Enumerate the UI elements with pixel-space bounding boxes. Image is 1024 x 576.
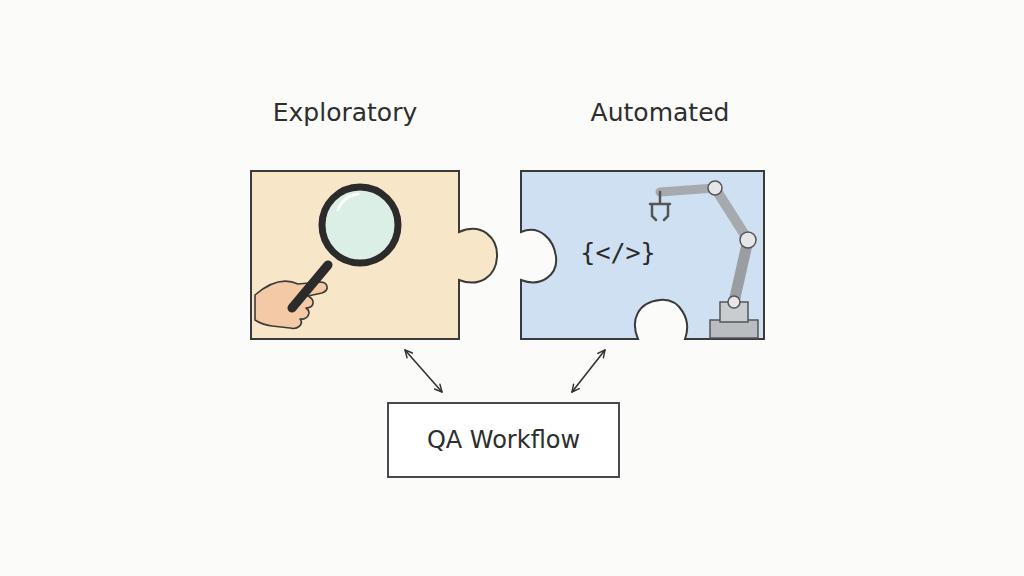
puzzle-piece bbox=[250, 170, 460, 340]
code-symbol: {</>} bbox=[580, 238, 655, 267]
box-label: QA Workflow bbox=[427, 426, 580, 454]
piece-heading: Exploratory bbox=[273, 98, 417, 127]
puzzle-piece: Automated{</>} bbox=[520, 170, 765, 340]
puzzle-piece: Exploratory bbox=[250, 170, 460, 340]
double-arrow bbox=[572, 350, 605, 392]
piece-heading: Automated bbox=[591, 98, 730, 127]
process-box: QA Workflow bbox=[387, 402, 620, 478]
double-arrow bbox=[405, 350, 442, 392]
